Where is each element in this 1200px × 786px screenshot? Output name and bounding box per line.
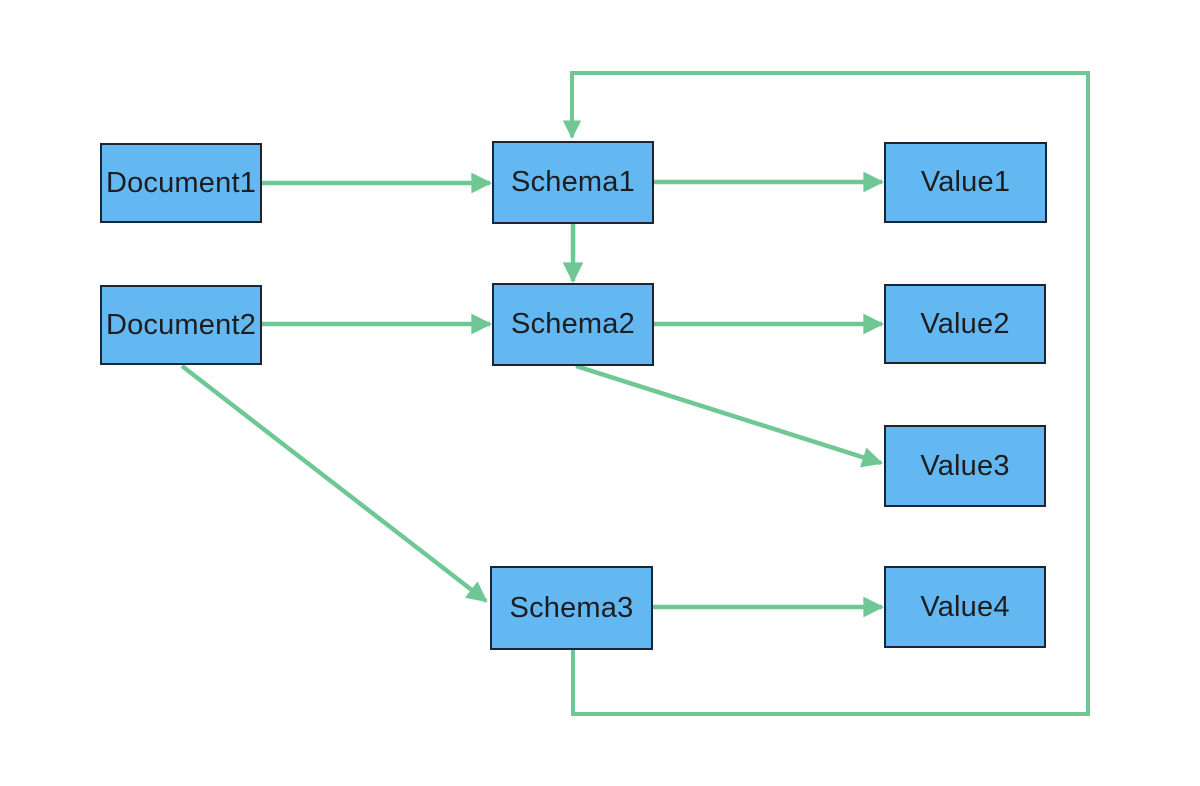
node-value4: Value4 — [884, 566, 1046, 648]
node-value1: Value1 — [884, 142, 1047, 223]
node-document2-label: Document2 — [105, 308, 257, 341]
node-value1-label: Value1 — [920, 166, 1011, 198]
node-schema1-label: Schema1 — [511, 166, 635, 198]
node-schema2-label: Schema2 — [511, 308, 635, 340]
node-schema1: Schema1 — [492, 141, 654, 224]
node-value4-label: Value4 — [920, 590, 1010, 623]
edge-schema3-schema1-loop — [562, 71, 1090, 716]
node-document1: Document1 — [100, 143, 262, 223]
node-document2: Document2 — [100, 285, 262, 365]
node-schema2: Schema2 — [492, 283, 654, 366]
node-document1-label: Document1 — [105, 166, 257, 199]
node-value2-label: Value2 — [920, 307, 1010, 340]
edge-schema2-value3 — [575, 363, 883, 468]
node-value2: Value2 — [884, 284, 1046, 364]
node-value3-label: Value3 — [920, 449, 1010, 482]
edge-document2-schema3 — [180, 364, 488, 603]
node-value3: Value3 — [884, 425, 1046, 507]
node-schema3: Schema3 — [490, 566, 653, 650]
node-schema3-label: Schema3 — [509, 591, 634, 624]
